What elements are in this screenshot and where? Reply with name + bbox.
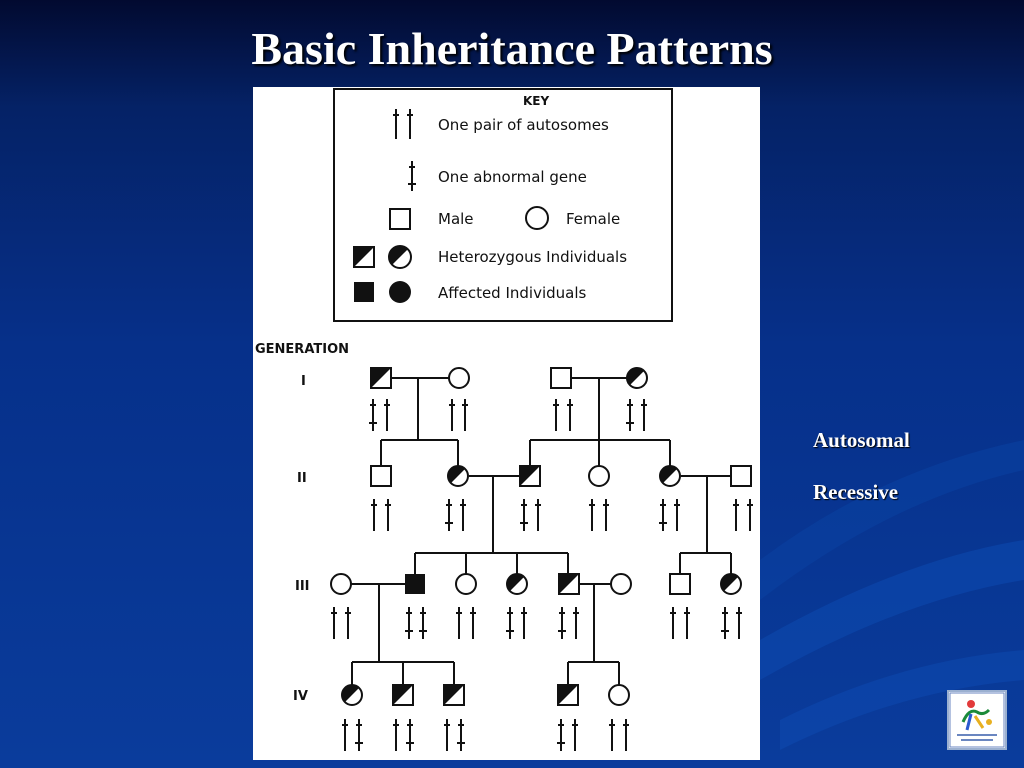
gen2-pair-1 <box>371 499 391 531</box>
gen4-pair-4 <box>557 719 578 751</box>
gen3-pair-6 <box>670 607 690 639</box>
gen3-affected-male <box>405 574 425 594</box>
gen4-het-male-2 <box>392 684 414 706</box>
gen2-male-3 <box>730 465 752 487</box>
gen3-male-6 <box>669 573 691 595</box>
pedigree-individuals <box>330 367 752 706</box>
gen3-pair-1 <box>331 607 351 639</box>
male-square-icon <box>389 208 411 230</box>
gen4-female-5 <box>608 684 630 706</box>
gen1-pair-3 <box>553 399 573 431</box>
gen4-pair-1 <box>342 719 363 751</box>
pedigree-lines <box>351 377 732 685</box>
gen2-het-female-3 <box>659 465 681 487</box>
logo-mark-icon <box>949 692 1005 748</box>
heterozygous-female-icon <box>388 245 412 269</box>
gen2-pair-2 <box>445 499 466 531</box>
gen3-pair-4 <box>506 607 527 639</box>
gen1-het-female <box>626 367 648 389</box>
gen3-het-female-7 <box>720 573 742 595</box>
gen3-pair-3 <box>456 607 476 639</box>
gen3-pair-2 <box>405 607 427 639</box>
label-recessive: Recessive <box>813 480 899 504</box>
generation-label-ii: II <box>297 471 307 486</box>
key-label-abnormal: One abnormal gene <box>438 168 587 186</box>
gen1-female <box>448 367 470 389</box>
key-label-pair: One pair of autosomes <box>438 116 609 134</box>
chromosome-pairs <box>331 399 753 751</box>
gen1-pair-2 <box>449 399 468 431</box>
gen4-het-female-1 <box>341 684 363 706</box>
generation-label-iv: IV <box>293 689 308 704</box>
gen4-pair-2 <box>393 719 414 751</box>
heterozygous-male-icon <box>353 246 375 268</box>
generation-label-iii: III <box>295 579 310 594</box>
gen2-pair-6 <box>733 499 753 531</box>
gen3-female-1 <box>330 573 352 595</box>
key-box: KEY One pair of autosomes One abnormal g… <box>333 88 673 322</box>
gen4-pair-5 <box>609 719 629 751</box>
key-label-affected: Affected Individuals <box>438 284 587 302</box>
gen1-het-male <box>370 367 392 389</box>
gen4-het-male-3 <box>443 684 465 706</box>
label-autosomal: Autosomal <box>813 428 910 452</box>
gen3-het-male-4 <box>558 573 580 595</box>
key-label-heterozygous: Heterozygous Individuals <box>438 248 627 266</box>
affected-female-icon <box>389 281 411 303</box>
gen2-pair-3 <box>520 499 541 531</box>
key-heading: KEY <box>523 94 549 108</box>
gen3-het-female-3 <box>506 573 528 595</box>
university-hospital-logo <box>947 690 1007 750</box>
female-circle-icon <box>525 206 549 230</box>
gen1-pair-4 <box>626 399 647 431</box>
abnormal-gene-icon <box>408 161 416 191</box>
chromosome-pair-icon <box>393 109 413 139</box>
key-label-male: Male <box>438 210 474 228</box>
pedigree-diagram: KEY One pair of autosomes One abnormal g… <box>255 88 753 751</box>
generation-heading: GENERATION <box>255 342 349 357</box>
pedigree-figure: KEY One pair of autosomes One abnormal g… <box>253 87 760 760</box>
generation-label-i: I <box>301 374 306 389</box>
gen3-female-2 <box>455 573 477 595</box>
gen3-pair-5 <box>558 607 579 639</box>
gen2-female-2 <box>588 465 610 487</box>
gen2-pair-5 <box>659 499 680 531</box>
gen3-female-5 <box>610 573 632 595</box>
gen2-het-male-2 <box>519 465 541 487</box>
gen4-het-male-4 <box>557 684 579 706</box>
gen1-pair-1 <box>369 399 390 431</box>
gen4-pair-3 <box>444 719 465 751</box>
gen3-pair-7 <box>721 607 742 639</box>
gen2-male-1 <box>370 465 392 487</box>
gen2-het-female-1 <box>447 465 469 487</box>
key-label-female: Female <box>566 210 620 228</box>
gen1-male <box>550 367 572 389</box>
slide-title: Basic Inheritance Patterns <box>251 23 773 74</box>
gen2-pair-4 <box>589 499 609 531</box>
affected-male-icon <box>354 282 374 302</box>
